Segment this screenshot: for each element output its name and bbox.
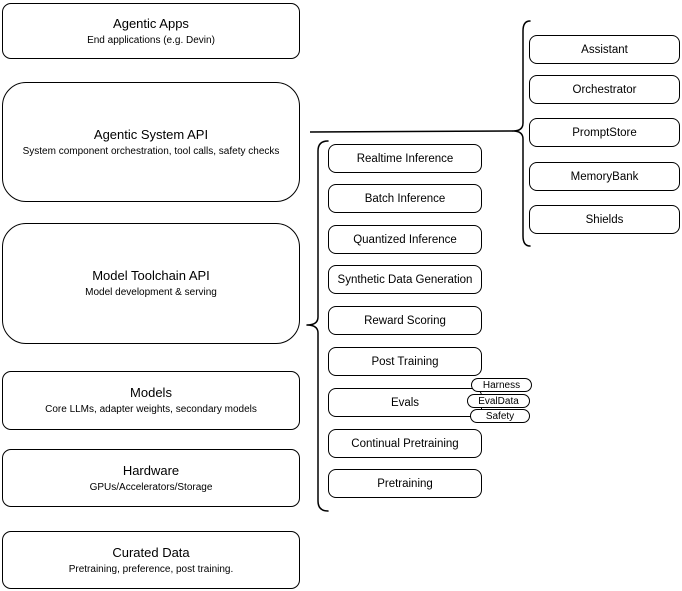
node-batch-inference: Batch Inference — [328, 184, 482, 213]
node-reward-scoring: Reward Scoring — [328, 306, 482, 335]
node-title: Curated Data — [112, 544, 190, 560]
node-synthetic-data-generation: Synthetic Data Generation — [328, 265, 482, 294]
node-agentic-apps: Agentic Apps End applications (e.g. Devi… — [2, 3, 300, 59]
node-model-toolchain-api: Model Toolchain API Model development & … — [2, 223, 300, 344]
node-memorybank: MemoryBank — [529, 162, 680, 191]
node-curated-data: Curated Data Pretraining, preference, po… — [2, 531, 300, 589]
node-subtitle: Pretraining, preference, post training. — [68, 563, 234, 575]
node-subtitle: GPUs/Accelerators/Storage — [89, 481, 213, 493]
node-title: Hardware — [122, 462, 180, 478]
node-hardware: Hardware GPUs/Accelerators/Storage — [2, 449, 300, 507]
node-promptstore: PromptStore — [529, 118, 680, 147]
node-subtitle: Core LLMs, adapter weights, secondary mo… — [45, 404, 257, 415]
node-title: Agentic Apps — [113, 15, 189, 31]
node-shields: Shields — [529, 205, 680, 234]
system-brace — [512, 20, 531, 247]
eval-tag-safety: Safety — [470, 409, 530, 423]
node-models: Models Core LLMs, adapter weights, secon… — [2, 371, 300, 430]
node-quantized-inference: Quantized Inference — [328, 225, 482, 254]
node-subtitle: End applications (e.g. Devin) — [87, 34, 215, 46]
eval-tag-harness: Harness — [471, 378, 532, 392]
node-title: Agentic System API — [93, 126, 209, 142]
node-continual-pretraining: Continual Pretraining — [328, 429, 482, 458]
node-assistant: Assistant — [529, 35, 680, 64]
node-pretraining: Pretraining — [328, 469, 482, 498]
toolchain-brace — [306, 140, 329, 512]
node-subtitle: Model development & serving — [85, 287, 217, 298]
node-evals: Evals — [328, 388, 482, 417]
node-orchestrator: Orchestrator — [529, 75, 680, 104]
node-agentic-system-api: Agentic System API System component orch… — [2, 82, 300, 202]
eval-tag-evaldata: EvalData — [467, 394, 530, 408]
node-realtime-inference: Realtime Inference — [328, 144, 482, 173]
node-post-training: Post Training — [328, 347, 482, 376]
system-connector-line — [309, 130, 514, 133]
node-subtitle: System component orchestration, tool cal… — [22, 145, 280, 157]
node-title: Models — [130, 385, 172, 400]
node-title: Model Toolchain API — [92, 268, 210, 283]
